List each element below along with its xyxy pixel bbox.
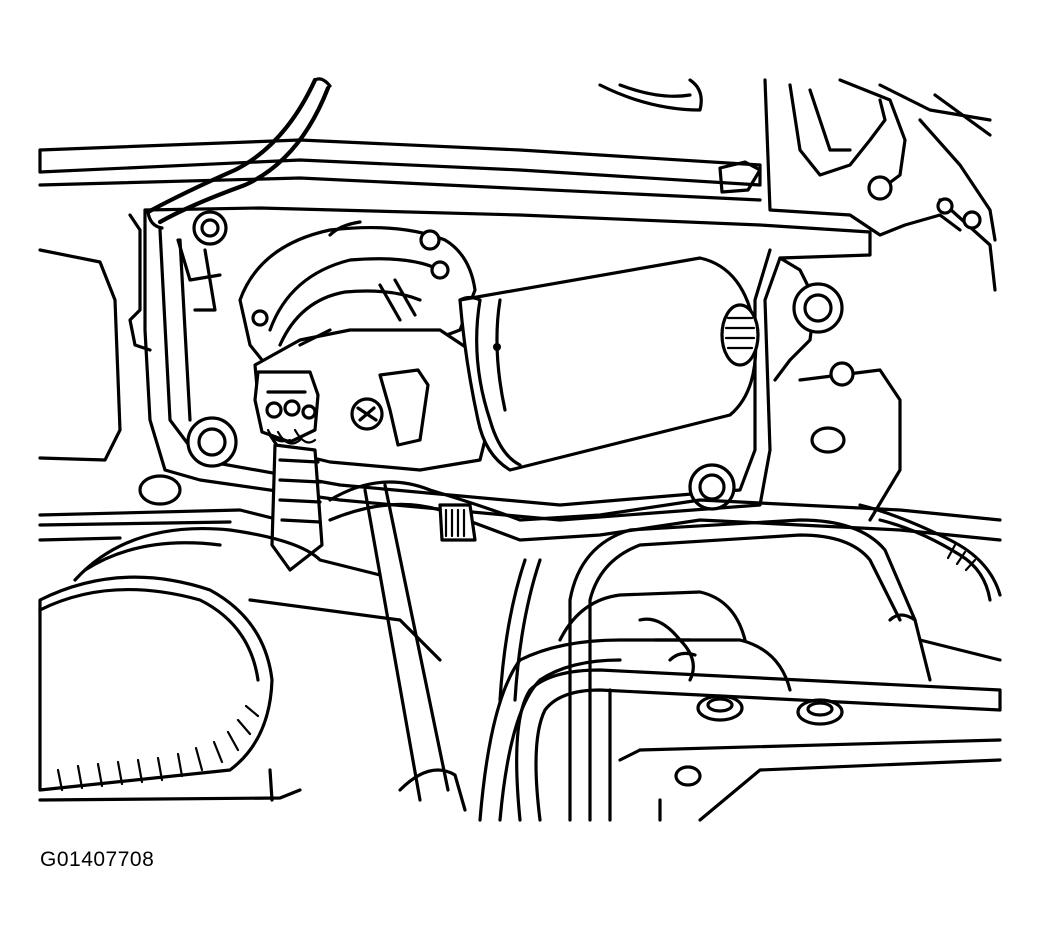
- wire-harness: [330, 482, 1000, 810]
- left-frame: [40, 215, 280, 540]
- plate-hole-icon: [812, 428, 844, 452]
- brake-lines: [480, 520, 1000, 820]
- fitting-lower-icon: [676, 767, 700, 785]
- cover-tab: [380, 370, 428, 445]
- abs-block: [610, 690, 1000, 820]
- electrical-connector: [255, 372, 322, 570]
- cowl-panel: [40, 80, 760, 200]
- motor-cylinder: [460, 258, 758, 470]
- bracket-bolt-icon: [869, 177, 891, 199]
- bolt-lower-left-icon: [188, 418, 236, 466]
- connector-pigtail: [272, 445, 322, 570]
- washer-hose: [148, 79, 330, 228]
- right-bracket: [765, 80, 995, 290]
- gear-housing: [240, 222, 475, 370]
- bolt-top-left-icon: [194, 212, 226, 244]
- mount-bolts: [188, 212, 842, 509]
- fitting-right-icon: [798, 700, 842, 724]
- cross-screw-icon: [352, 399, 382, 429]
- air-cleaner-cap: [40, 529, 440, 800]
- bolt-right-icon: [794, 284, 842, 332]
- motor-end-cap: [722, 305, 758, 365]
- fitting-left-icon: [698, 696, 742, 720]
- motor-gearbox-cover: [255, 330, 490, 470]
- figure-caption: G01407708: [40, 848, 155, 871]
